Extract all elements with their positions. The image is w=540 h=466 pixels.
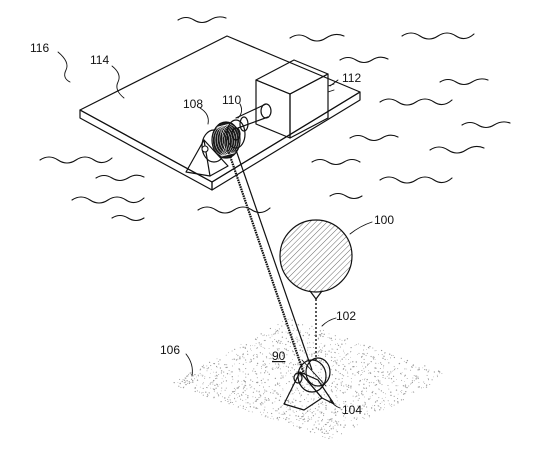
leader-lines <box>57 51 373 409</box>
water-surface-waves <box>39 16 511 222</box>
tether-line <box>226 149 313 375</box>
label-108: 108 <box>183 97 203 111</box>
label-106: 106 <box>160 343 180 357</box>
drive-shaft <box>235 103 272 132</box>
winch-assembly <box>185 119 246 177</box>
label-104: 104 <box>342 403 362 417</box>
motor-box <box>255 59 335 139</box>
label-102: 102 <box>336 309 356 323</box>
seabed-area <box>170 318 450 440</box>
seabed-stipple <box>173 318 443 440</box>
reference-numerals: 116 114 108 110 112 100 102 106 90 104 <box>30 41 394 417</box>
label-112: 112 <box>342 71 361 85</box>
platform-deck <box>79 35 361 191</box>
label-116: 116 <box>30 41 49 55</box>
label-90: 90 <box>272 349 286 363</box>
buoyant-balloon <box>279 219 353 300</box>
label-100: 100 <box>374 213 394 227</box>
label-114: 114 <box>90 53 109 67</box>
label-110: 110 <box>222 93 241 107</box>
